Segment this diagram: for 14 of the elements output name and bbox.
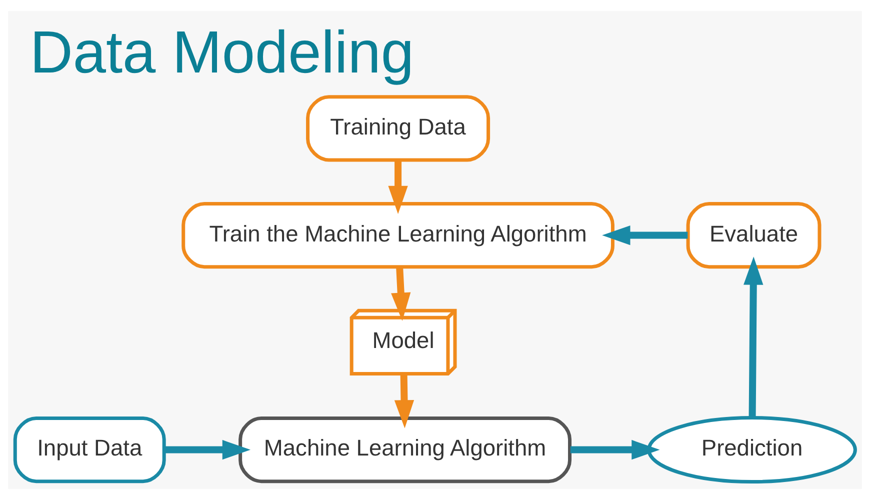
node-ellipse: Prediction bbox=[647, 416, 857, 484]
arrow bbox=[391, 266, 411, 321]
node-box: Evaluate bbox=[686, 202, 822, 269]
node-box: Input Data bbox=[13, 416, 166, 484]
node-box: Training Data bbox=[306, 95, 490, 162]
arrow bbox=[394, 374, 414, 428]
arrow bbox=[164, 440, 250, 460]
arrow bbox=[744, 256, 764, 418]
arrow bbox=[602, 225, 688, 246]
arrow bbox=[388, 160, 408, 214]
node-box: Machine Learning Algorithm bbox=[238, 416, 572, 484]
arrow bbox=[570, 440, 660, 460]
node-box: Train the Machine Learning Algorithm bbox=[182, 202, 614, 269]
diagram-title: Data Modeling bbox=[30, 18, 414, 86]
